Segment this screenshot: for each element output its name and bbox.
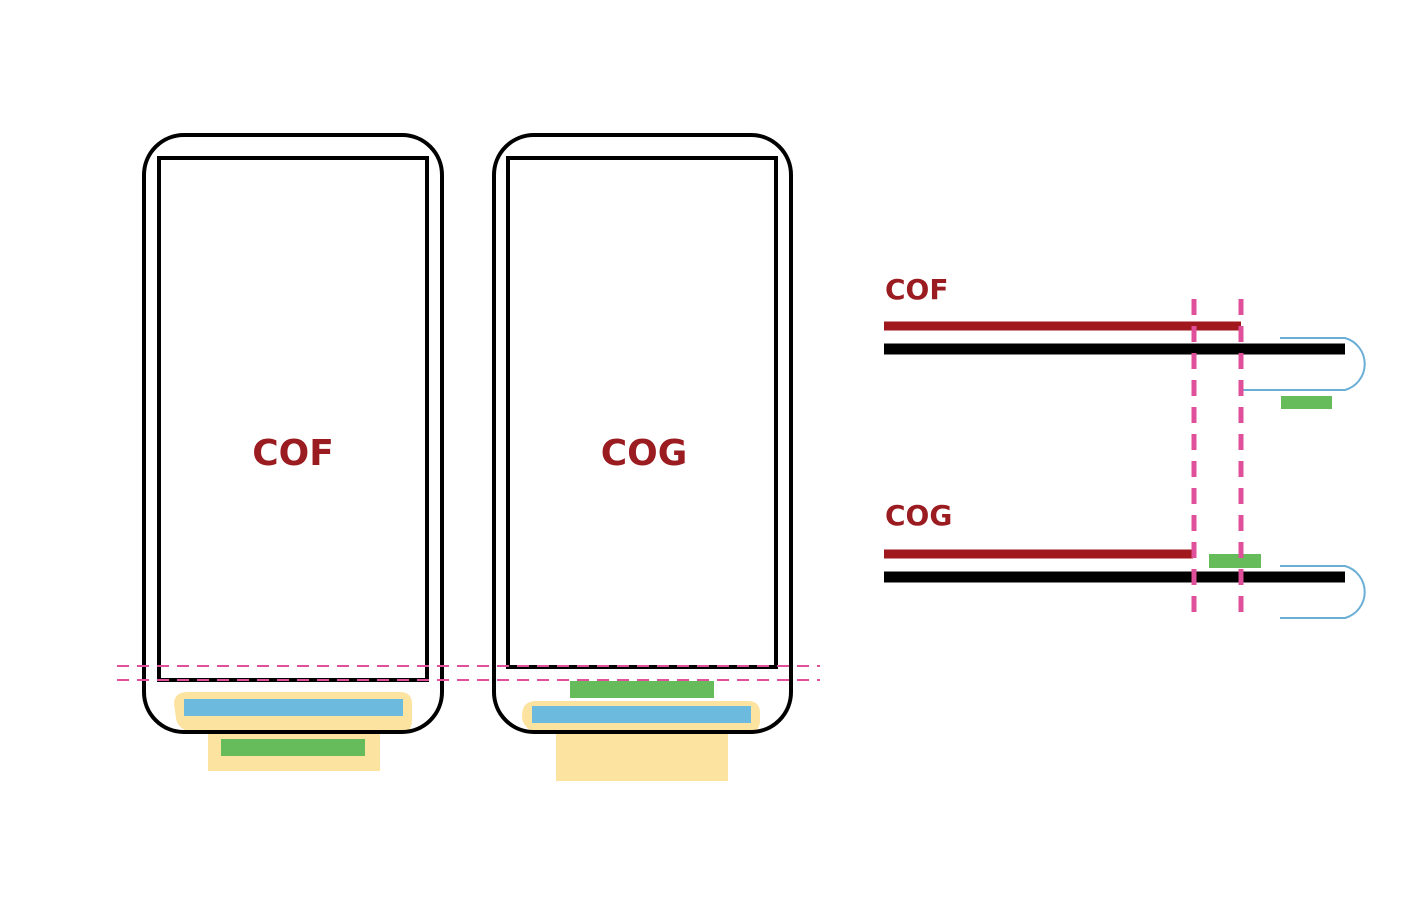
cog-side-driver-ic <box>1209 554 1261 568</box>
cof-bent-flex <box>1243 337 1366 391</box>
cog-side-view: COG <box>884 499 1366 619</box>
cog-phone: COG <box>492 133 793 781</box>
cof-phone-body <box>142 133 444 734</box>
cog-side-label: COG <box>885 499 952 532</box>
cog-screen <box>506 156 778 669</box>
cog-phone-body <box>492 133 793 734</box>
cog-bent-flex <box>1280 565 1366 619</box>
cof-screen <box>157 156 429 682</box>
cog-flex-band <box>532 706 751 723</box>
cof-driver-ic <box>221 739 365 756</box>
cof-side-view: COF <box>884 273 1366 409</box>
cof-phone-label: COF <box>252 433 334 474</box>
cof-side-label: COF <box>885 273 948 306</box>
cof-phone: COF <box>142 133 444 771</box>
cof-flex-band <box>184 699 403 716</box>
cof-side-driver-ic <box>1281 396 1332 409</box>
cog-phone-label: COG <box>601 433 688 474</box>
bezel-guide-lines <box>117 665 820 681</box>
cog-driver-ic <box>570 681 714 698</box>
